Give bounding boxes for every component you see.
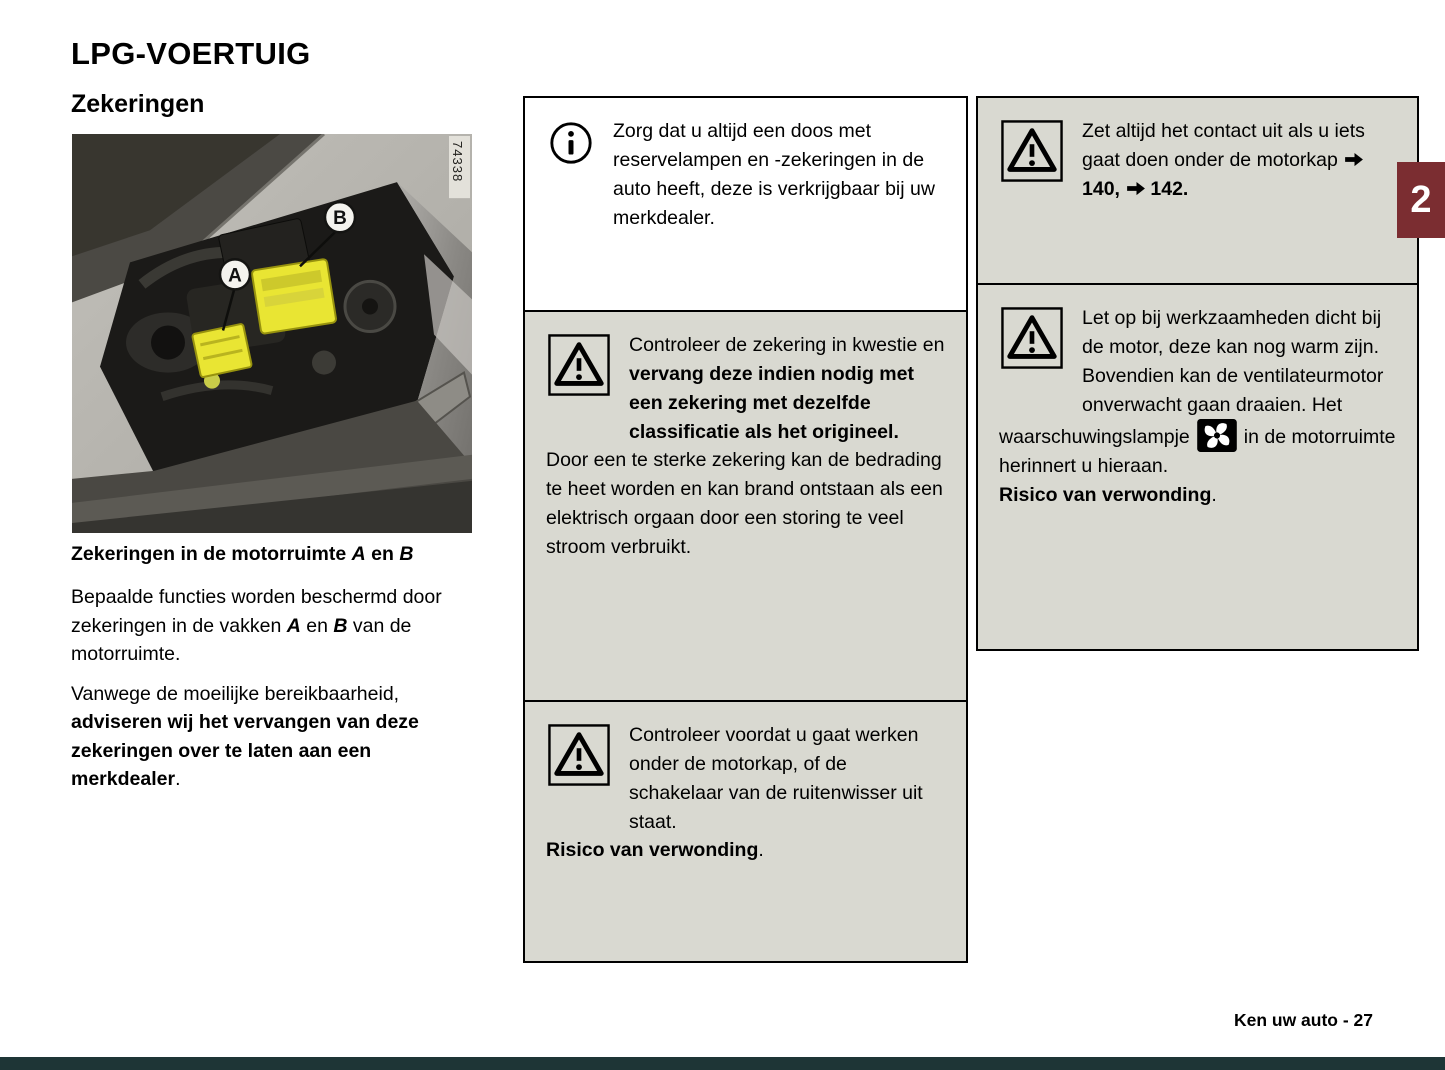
engine-bay-illustration: A B 74338 — [72, 134, 472, 533]
risk-text-bold: Risico van verwonding — [546, 839, 759, 862]
body-text-run: en — [300, 614, 334, 637]
wiper-risk-line: Risico van verwonding. — [546, 836, 945, 865]
fuse-warning-text-2: Door een te sterke zekering kan de bedra… — [546, 449, 943, 559]
page-title: LPG-VOERTUIG — [71, 36, 311, 71]
fan-warning-lamp-icon — [1196, 419, 1237, 453]
caption-label-a: A — [351, 543, 366, 565]
page-ref-140: 140, — [1082, 177, 1120, 200]
body-text-run: Vanwege de moeilijke bereikbaarheid, — [71, 682, 400, 705]
warning-icon — [548, 334, 612, 446]
bottom-bar — [0, 1057, 1445, 1070]
body-paragraph-2: Vanwege de moeilijke bereikbaarheid, adv… — [71, 680, 473, 794]
caption-text: Zekeringen in de motorruimte — [71, 543, 352, 565]
warning-box-wiper: Controleer voordat u gaat werken onder d… — [523, 700, 968, 963]
info-box-text: Zorg dat u altijd een doos met reservela… — [613, 120, 935, 229]
body-paragraph-1: Bepaalde functies worden beschermd door … — [71, 583, 473, 668]
wiper-warning-text: Controleer voordat u gaat werken onder d… — [629, 724, 923, 833]
body-text-run: Bepaalde functies worden beschermd door … — [71, 586, 442, 637]
fuse-text-bold: vervang deze indien nodig met een zekeri… — [629, 362, 914, 443]
warning-box-engine: Let op bij werkzaamheden dicht bij de mo… — [976, 283, 1419, 651]
caption-text-mid: en — [365, 543, 400, 565]
page-subtitle: Zekeringen — [71, 90, 205, 118]
fuse-label-b-text: B — [333, 208, 347, 229]
body-label-b: B — [333, 614, 348, 637]
fuse-label-b: B — [323, 200, 357, 234]
left-text-column: Zekeringen in de motorruimte A en B Bepa… — [71, 540, 473, 805]
fuse-label-a-text: A — [228, 265, 242, 286]
engine-warning-text: Let op bij werkzaamheden dicht bij de mo… — [999, 304, 1396, 481]
risk-text-bold: Risico van verwonding — [999, 484, 1212, 507]
engine-text-run: Let op bij werkzaamheden dicht bij de mo… — [999, 307, 1384, 449]
warning-icon — [1001, 120, 1065, 232]
warning-box-fuse: Controleer de zekering in kwestie en ver… — [523, 310, 968, 718]
contact-warning-text: Zet altijd het contact uit als u iets ga… — [999, 117, 1396, 204]
section-tab: 2 — [1397, 162, 1445, 238]
fuse-box-b — [251, 258, 337, 335]
arrow-icon — [1345, 152, 1364, 167]
fuse-label-a: A — [218, 258, 252, 291]
engine-risk-line: Risico van verwonding. — [999, 481, 1396, 510]
warning-icon — [1001, 307, 1065, 419]
info-icon — [548, 120, 596, 204]
risk-text-run: . — [758, 839, 764, 862]
figure-caption: Zekeringen in de motorruimte A en B — [71, 540, 473, 568]
risk-text-run: . — [1211, 484, 1217, 507]
contact-text-run: Zet altijd het contact uit als u iets ga… — [1082, 120, 1365, 171]
body-text-bold: adviseren wij het vervangen van deze zek… — [71, 711, 419, 791]
warning-icon — [548, 724, 612, 836]
body-text-run: van de motorruimte. — [71, 614, 412, 666]
fuse-box-a — [191, 323, 253, 378]
engine-bay-photo: A B 74338 — [72, 134, 472, 533]
arrow-icon — [1127, 181, 1146, 196]
fuse-warning-text: Controleer de zekering in kwestie en ver… — [546, 331, 945, 446]
photo-id: 74338 — [450, 141, 465, 182]
warning-box-contact: Zet altijd het contact uit als u iets ga… — [976, 96, 1419, 303]
caption-label-b: B — [399, 543, 414, 565]
page-footer: Ken uw auto - 27 — [1233, 1010, 1373, 1030]
body-text-run: . — [175, 768, 181, 791]
fuse-text-run: Controleer de zekering in kwestie en — [629, 334, 945, 356]
info-box: Zorg dat u altijd een doos met reservela… — [523, 96, 968, 329]
engine-text-run-2: in de motorruimte herinnert u hieraan. — [999, 426, 1396, 478]
page-ref-142: 142. — [1150, 177, 1189, 200]
body-label-a: A — [286, 614, 301, 637]
